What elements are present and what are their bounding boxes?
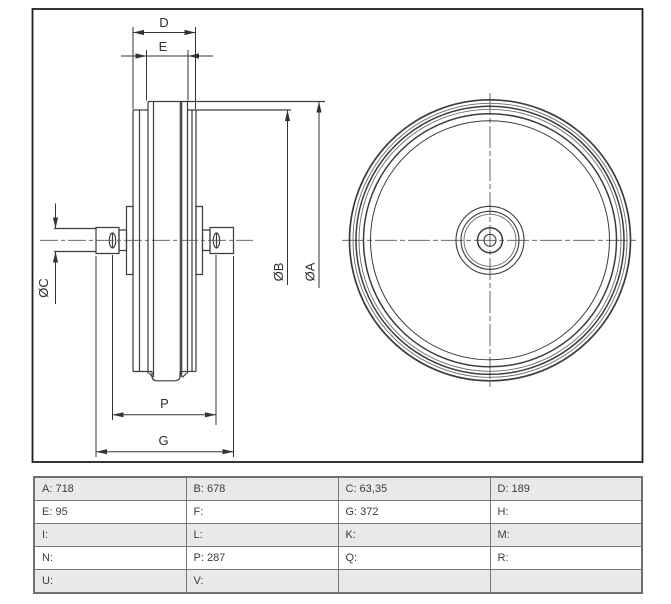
table-row: N: P: 287 Q: R:: [33, 546, 643, 570]
table-cell-r: R:: [489, 546, 643, 570]
table-cell-c: C: 63,35: [337, 476, 491, 501]
hub-middle-circle: [461, 211, 519, 269]
table-row: A: 718 B: 678 C: 63,35 D: 189: [33, 476, 643, 501]
table-row: U: V:: [33, 569, 643, 594]
dim-g-arrow-left: [96, 449, 107, 455]
tread-inner-circle: [364, 114, 617, 367]
rim-circle-3: [359, 109, 621, 371]
dim-c-arrow-up: [52, 251, 59, 263]
dim-label-p: P: [160, 396, 169, 411]
table-row: I: L: K: M:: [33, 523, 643, 547]
dim-label-dia-b: ØB: [271, 263, 286, 282]
dim-g-arrow-right: [222, 449, 234, 455]
rim-circle-2: [356, 106, 624, 374]
hub-outer-circle: [456, 206, 524, 274]
table-cell-p: P: 287: [185, 546, 339, 570]
dim-label-dia-c: ØC: [36, 278, 51, 298]
table-cell-b: B: 678: [185, 476, 339, 501]
table-cell-f: F:: [185, 500, 339, 524]
dim-label-d: D: [159, 15, 168, 30]
rim-inner-circle: [371, 121, 610, 360]
dimensions: [52, 27, 322, 457]
drawing-border: [31, 8, 644, 463]
dimension-table: A: 718 B: 678 C: 63,35 D: 189 E: 95 F: G…: [33, 476, 643, 594]
dim-e-arrow-right: [188, 53, 199, 59]
tread-bottom-chamfer-right: [183, 373, 187, 378]
dim-c-arrow-down: [52, 217, 59, 229]
bore-circle: [478, 228, 503, 253]
table-cell-l: L:: [185, 523, 339, 547]
table-cell-empty-1: [337, 569, 491, 594]
table-cell-d: D: 189: [489, 476, 643, 501]
dim-p-arrow-right: [205, 412, 216, 418]
dimension-labels: D E ØC ØB ØA P G: [36, 15, 318, 448]
dim-p-arrow-left: [112, 412, 124, 418]
tread-bottom-chamfer-left: [149, 373, 153, 378]
table-cell-v: V:: [185, 569, 339, 594]
table-cell-u: U:: [33, 569, 187, 594]
dim-label-g: G: [158, 433, 168, 448]
front-view: [342, 93, 638, 389]
drawing-canvas: D E ØC ØB ØA P G: [31, 8, 644, 463]
wheel-outer-circle: [350, 100, 631, 381]
dim-d-arrow-right: [184, 29, 196, 36]
table-cell-m: M:: [489, 523, 643, 547]
side-view: [40, 102, 325, 381]
table-cell-a: A: 718: [33, 476, 187, 501]
dim-b-arrow: [284, 110, 291, 121]
tread-bottom-profile: [152, 372, 180, 381]
center-hole-circle: [484, 234, 496, 246]
table-row: E: 95 F: G: 372 H:: [33, 500, 643, 524]
dim-d-arrow-left: [133, 29, 144, 36]
table-cell-h: H:: [489, 500, 643, 524]
dim-a-arrow: [316, 101, 322, 113]
table-cell-i: I:: [33, 523, 187, 547]
hub-inner-circle: [464, 214, 516, 266]
dim-label-e: E: [159, 39, 168, 54]
dim-label-dia-a: ØA: [303, 262, 318, 281]
table-cell-e: E: 95: [33, 500, 187, 524]
table-cell-g: G: 372: [337, 500, 491, 524]
table-cell-n: N:: [33, 546, 187, 570]
table-cell-k: K:: [337, 523, 491, 547]
table-cell-empty-2: [489, 569, 643, 594]
rim-circle-1: [353, 103, 627, 377]
table-cell-q: Q:: [337, 546, 491, 570]
dim-e-arrow-left: [135, 53, 147, 59]
